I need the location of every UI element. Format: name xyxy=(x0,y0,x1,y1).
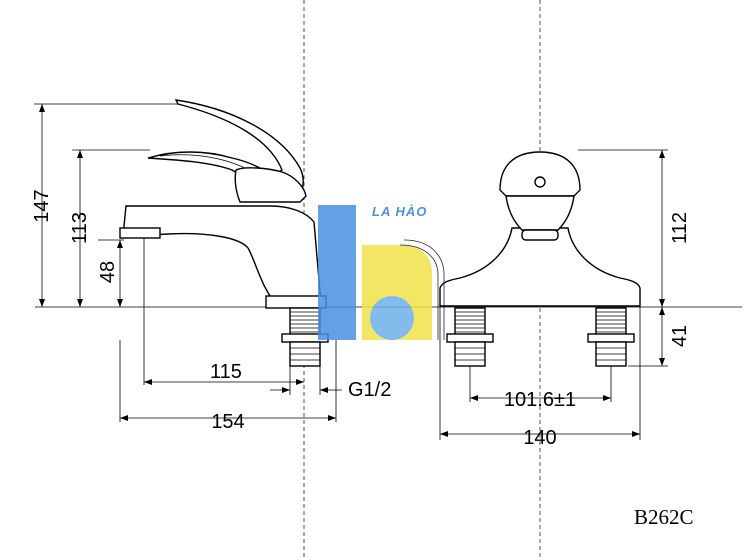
dim-112: 112 xyxy=(578,149,691,307)
cap-indicator xyxy=(534,176,546,188)
dim-41: 41 xyxy=(628,307,691,367)
dim-147: 147 xyxy=(31,103,178,307)
shank-front-left xyxy=(446,307,494,367)
front-base xyxy=(439,227,641,307)
model-code: B262C xyxy=(634,505,694,529)
dim-115-label: 115 xyxy=(210,361,242,383)
logo-brand: LA HÀO xyxy=(372,204,427,219)
front-cap xyxy=(499,151,581,197)
dim-113-label: 113 xyxy=(69,212,91,244)
cartridge-cap xyxy=(234,167,307,203)
dim-154-label: 154 xyxy=(211,411,244,433)
spout-body xyxy=(123,205,322,307)
watermark-logo: LA HÀO xyxy=(318,204,445,340)
front-neck xyxy=(505,195,575,231)
dim-101-6-label: 101.6±1 xyxy=(504,389,576,411)
front-outlet xyxy=(521,229,559,241)
dim-g12-label: G1/2 xyxy=(348,379,391,401)
dim-112-label: 112 xyxy=(669,212,691,244)
dim-147-label: 147 xyxy=(31,189,53,222)
aerator xyxy=(119,227,161,239)
dim-140-label: 140 xyxy=(523,427,556,449)
dim-115: 115 xyxy=(143,238,304,385)
faucet-side-view xyxy=(119,99,327,309)
dim-154: 154 xyxy=(119,340,337,433)
shank-front-right xyxy=(587,307,635,367)
dim-113: 113 xyxy=(69,149,150,307)
dim-41-label: 41 xyxy=(669,325,691,347)
shank-side xyxy=(281,307,329,367)
dim-g12: G1/2 xyxy=(270,366,391,401)
base-flange xyxy=(265,295,327,309)
dim-48-label: 48 xyxy=(97,261,119,283)
logo-blue-bar xyxy=(318,205,356,340)
faucet-front-view xyxy=(439,151,641,307)
logo-circle xyxy=(370,296,414,340)
dim-140: 140 xyxy=(439,306,641,449)
dim-101-6: 101.6±1 xyxy=(469,366,612,411)
dim-48: 48 xyxy=(97,239,124,307)
